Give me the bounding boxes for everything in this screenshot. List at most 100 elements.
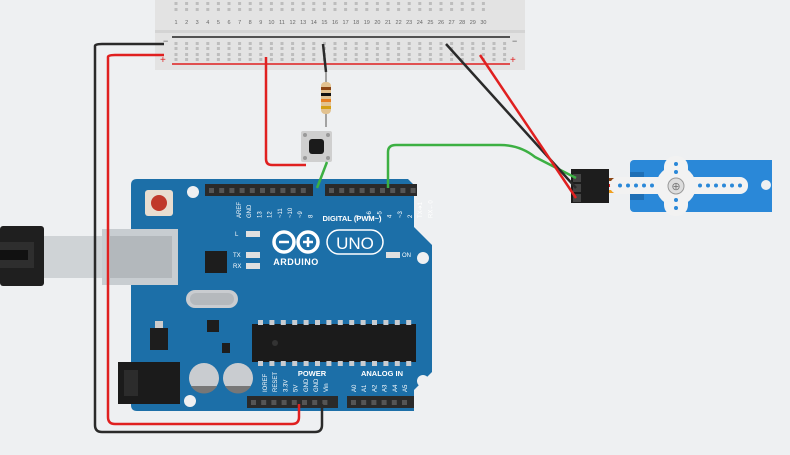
header-pin[interactable] xyxy=(290,188,296,193)
header-pin[interactable] xyxy=(402,400,407,405)
chip-pin xyxy=(372,361,377,366)
breadboard-hole xyxy=(216,8,220,11)
breadboard-column-number: 21 xyxy=(385,20,391,26)
header-pin[interactable] xyxy=(270,188,276,193)
breadboard-column-number: 19 xyxy=(364,20,370,26)
breadboard-hole xyxy=(227,8,231,11)
header-pin[interactable] xyxy=(249,188,255,193)
chip-pin xyxy=(292,320,298,325)
breadboard-rail-hole xyxy=(365,53,369,56)
breadboard-hole xyxy=(301,8,305,11)
servo-horn-hole xyxy=(642,183,646,188)
header-pin[interactable] xyxy=(380,188,385,193)
servo-motor: ⊕ xyxy=(608,156,772,216)
header-pin[interactable] xyxy=(361,400,367,405)
button-power-wire xyxy=(264,57,306,167)
uno-badge xyxy=(326,229,384,255)
breadboard-rail-hole xyxy=(269,53,273,56)
header-pin[interactable] xyxy=(322,400,328,405)
header-pin[interactable] xyxy=(391,400,397,405)
digital-header-label: DIGITAL (PWM~) xyxy=(322,214,382,223)
breadboard-rail-hole xyxy=(386,58,390,61)
header-pin[interactable] xyxy=(359,188,365,193)
header-pin[interactable] xyxy=(369,188,375,193)
breadboard-rail-hole xyxy=(450,42,454,45)
header-pin[interactable] xyxy=(280,188,286,193)
breadboard-rail-hole xyxy=(344,53,348,56)
header-pin[interactable] xyxy=(351,400,356,405)
breadboard-hole xyxy=(386,8,390,11)
header-pin[interactable] xyxy=(271,400,277,405)
chip-pin xyxy=(315,320,320,325)
header-pin[interactable] xyxy=(281,400,287,405)
model-label: UNO xyxy=(336,234,374,253)
breadboard-hole xyxy=(206,8,210,11)
header-pin[interactable] xyxy=(229,188,235,193)
header-pin[interactable] xyxy=(390,188,396,193)
breadboard-rail-hole xyxy=(312,42,316,45)
header-pin[interactable] xyxy=(312,400,318,405)
small-chip xyxy=(207,320,219,332)
breadboard-rail-hole xyxy=(216,53,220,56)
breadboard-rail-hole xyxy=(375,58,379,61)
breadboard-hole xyxy=(280,2,284,5)
header-pin[interactable] xyxy=(300,188,306,193)
breadboard-rail-hole xyxy=(195,53,199,56)
chip-pin xyxy=(372,320,377,325)
breadboard-hole xyxy=(375,8,379,11)
header-pin[interactable] xyxy=(400,188,406,193)
header-pin[interactable] xyxy=(219,188,225,193)
header-pin[interactable] xyxy=(381,400,387,405)
breadboard-hole xyxy=(238,8,242,11)
breadboard-hole xyxy=(322,8,326,11)
led-label-l: L xyxy=(235,232,239,238)
pin-label: ~5 xyxy=(377,210,383,218)
breadboard-hole xyxy=(450,8,454,11)
reset-button-cap[interactable] xyxy=(151,195,167,211)
chip-pin xyxy=(394,320,400,325)
header-pin[interactable] xyxy=(261,400,267,405)
chip-pin xyxy=(337,320,343,325)
5v-wire xyxy=(106,57,301,426)
servo-horn-hole xyxy=(738,183,742,188)
header-pin[interactable] xyxy=(329,188,334,193)
header-pin[interactable] xyxy=(371,400,377,405)
header-pin[interactable] xyxy=(339,188,345,193)
header-pin[interactable] xyxy=(349,188,355,193)
breadboard-hole xyxy=(471,2,475,5)
breadboard-rail-hole xyxy=(481,53,485,56)
pin-label: AREF xyxy=(237,202,243,218)
header-pin[interactable] xyxy=(251,400,256,405)
header-pin[interactable] xyxy=(209,188,214,193)
breadboard-column-number: 11 xyxy=(279,20,285,26)
chip-pin xyxy=(337,361,343,366)
pushbutton[interactable] xyxy=(301,131,332,162)
pin-label: ~9 xyxy=(298,210,304,218)
pushbutton-cap[interactable] xyxy=(309,139,324,154)
pin-label: 7 xyxy=(357,214,363,218)
servo-signal-wire xyxy=(386,143,577,188)
servo-horn-hole xyxy=(730,183,734,188)
pin-label: TX➔1 xyxy=(418,201,424,218)
breadboard-rail-hole xyxy=(301,58,305,61)
breadboard-rail-hole xyxy=(216,58,220,61)
breadboard-rail-hole xyxy=(375,42,379,45)
breadboard-hole xyxy=(185,2,189,5)
breadboard-column-number: 24 xyxy=(417,20,423,26)
breadboard-rail-hole xyxy=(333,53,337,56)
breadboard-rail-hole xyxy=(195,42,199,45)
header-pin[interactable] xyxy=(410,188,416,193)
breadboard-hole xyxy=(269,2,273,5)
header-pin[interactable] xyxy=(291,400,297,405)
breadboard-rail-hole xyxy=(291,58,295,61)
breadboard-rail-hole xyxy=(354,42,358,45)
breadboard-rail-hole xyxy=(481,47,485,50)
header-pin[interactable] xyxy=(239,188,245,193)
breadboard-rail-hole xyxy=(439,42,443,45)
breadboard-rail-hole xyxy=(216,42,220,45)
breadboard-rail-hole xyxy=(492,47,496,50)
regulator-chip-2 xyxy=(150,328,168,350)
header-pin[interactable] xyxy=(302,400,307,405)
header-pin[interactable] xyxy=(260,188,265,193)
